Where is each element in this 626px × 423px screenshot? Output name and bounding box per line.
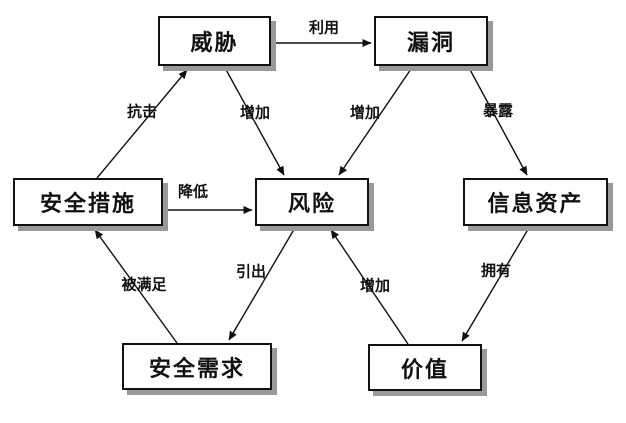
edge-label-own: 拥有 — [480, 261, 512, 280]
edge-vulnerability-exposes-assets — [467, 65, 528, 176]
node-threat: 威胁 — [158, 16, 271, 66]
node-risk: 风险 — [255, 178, 369, 226]
node-value: 价值 — [368, 344, 482, 391]
edge-label-increase-value: 增加 — [359, 276, 391, 295]
edge-measures-resist-threat — [96, 69, 188, 179]
edge-label-derive: 引出 — [235, 262, 267, 281]
edge-vulnerability-increases-risk — [338, 65, 414, 176]
node-information-assets: 信息资产 — [463, 178, 608, 226]
edge-label-increase-threat: 增加 — [239, 103, 271, 122]
edge-risk-derives-requirements — [228, 225, 297, 341]
edge-label-resist: 抗击 — [126, 102, 158, 121]
node-vulnerability: 漏洞 — [374, 16, 488, 66]
edge-label-expose: 暴露 — [482, 101, 514, 120]
edge-value-increases-risk — [330, 229, 409, 345]
edge-label-reduce: 降低 — [177, 182, 209, 201]
edge-assets-have-value — [461, 225, 531, 342]
node-security-requirements: 安全需求 — [122, 343, 272, 390]
edge-label-exploit: 利用 — [308, 18, 340, 37]
edge-threat-increases-risk — [223, 65, 285, 176]
node-security-measures: 安全措施 — [13, 178, 163, 226]
edge-label-increase-vulnerability: 增加 — [349, 103, 381, 122]
edge-requirements-satisfied-by-measures — [94, 229, 178, 344]
edge-label-satisfied: 被满足 — [121, 275, 167, 294]
